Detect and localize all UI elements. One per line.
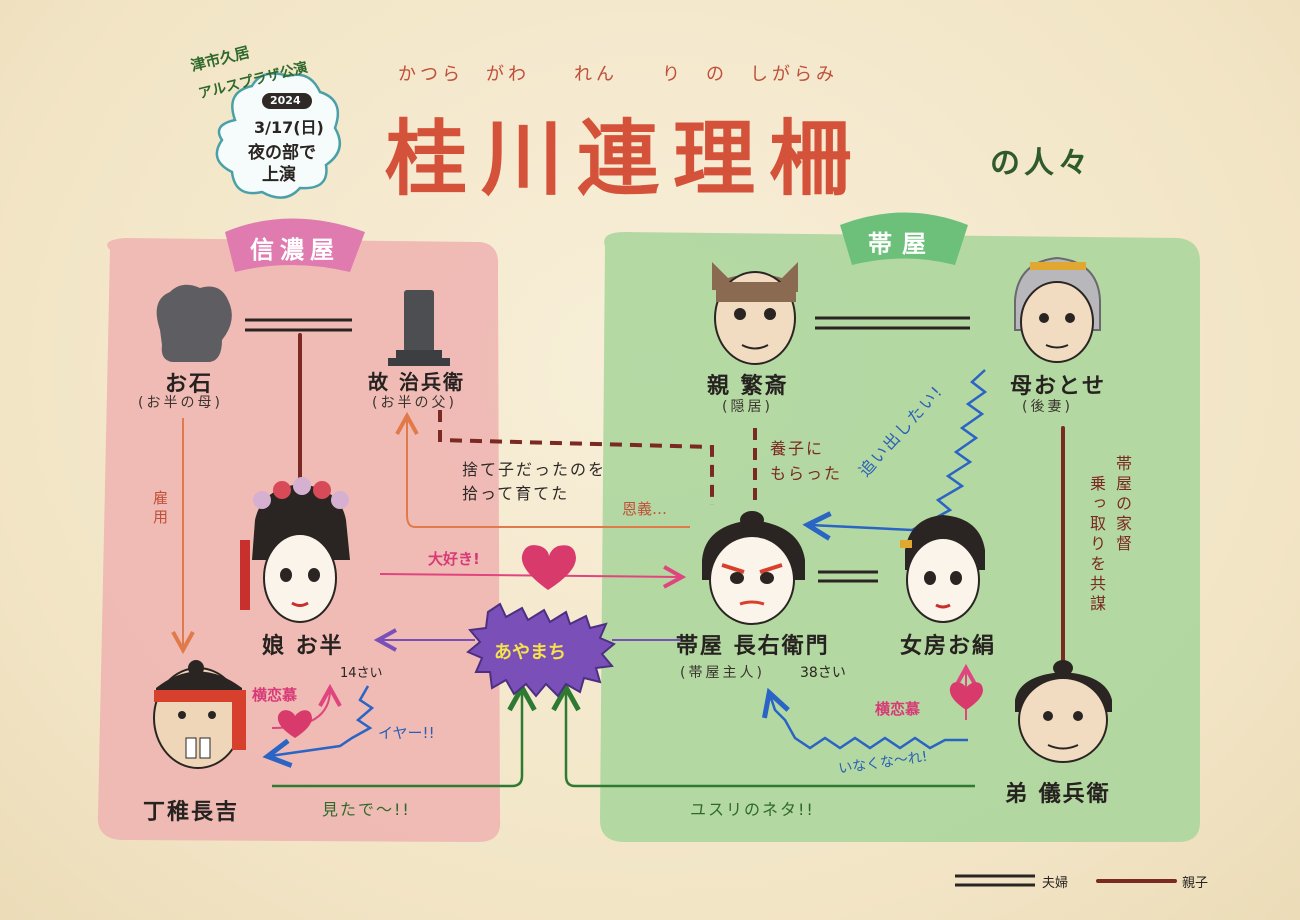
otose-note: (後妻) bbox=[1022, 399, 1073, 415]
oishi-name: お石 bbox=[165, 372, 214, 397]
ongi-arrow bbox=[407, 418, 690, 528]
group-tag-shinanoya: 信濃屋 bbox=[250, 236, 340, 264]
jibee-note: (お半の父) bbox=[372, 395, 457, 411]
label-youshi-1: 養子に bbox=[770, 439, 825, 458]
choemon-name: 帯屋 長右衛門 bbox=[676, 634, 830, 659]
mitade-arrow bbox=[272, 690, 522, 788]
couple-lines bbox=[245, 316, 1035, 887]
ohan-face bbox=[240, 477, 350, 623]
show-line2: 上演 bbox=[262, 165, 296, 185]
legend-couple-label: 夫婦 bbox=[1042, 876, 1069, 891]
label-youshi-2: もらった bbox=[770, 464, 843, 483]
heart-large bbox=[521, 545, 576, 590]
hansai-name: 親 繁斎 bbox=[707, 374, 789, 399]
okinu-name: 女房お絹 bbox=[900, 634, 997, 659]
ayamachi-core bbox=[488, 626, 592, 674]
heart-left-small bbox=[277, 710, 312, 738]
otose-face bbox=[1014, 256, 1101, 363]
oishi-note: (お半の母) bbox=[138, 395, 223, 411]
label-ongi: 恩義… bbox=[622, 500, 668, 518]
inakuna-arrow bbox=[770, 695, 968, 750]
okinu-face bbox=[900, 515, 985, 623]
show-line1: 夜の部で bbox=[248, 143, 316, 163]
group-tag-obiya: 帯屋 bbox=[868, 230, 936, 258]
title-suffix: の人々 bbox=[990, 146, 1092, 181]
label-mitade: 見たで〜!! bbox=[322, 800, 411, 819]
obiya-tag-shape bbox=[840, 212, 968, 265]
label-daisuki: 大好き! bbox=[428, 550, 480, 568]
sutego-line bbox=[438, 410, 714, 505]
label-sutego-2: 拾って育てた bbox=[462, 484, 570, 503]
title-reading: かつら がわ れん り の しがらみ bbox=[398, 64, 838, 85]
hansai-note: (隠居) bbox=[722, 399, 773, 415]
page-title: 桂川連理柵 bbox=[385, 112, 866, 207]
label-nottori: 帯屋の家督 bbox=[1113, 455, 1132, 555]
heart-right-small bbox=[949, 682, 983, 710]
chokichi-name: 丁稚長吉 bbox=[143, 800, 240, 825]
choemon-note: (帯屋主人) bbox=[680, 665, 765, 681]
choemon-face bbox=[702, 511, 805, 625]
year-badge: 2024 bbox=[270, 94, 301, 107]
show-date: 3/17(日) bbox=[254, 118, 324, 137]
jibee-grave bbox=[388, 290, 450, 366]
label-sutego-1: 捨て子だったのを bbox=[462, 460, 607, 479]
oishi-face bbox=[156, 284, 232, 362]
chokichi-face bbox=[153, 660, 246, 769]
label-nottori-2: 乗っ取りを共謀 bbox=[1087, 475, 1106, 615]
label-yokorenbo-left: 横恋慕 bbox=[252, 686, 298, 704]
iyaa-arrow bbox=[270, 685, 375, 756]
gihee-name: 弟 儀兵衛 bbox=[1005, 782, 1111, 807]
label-ayamachi: あやまち bbox=[494, 642, 566, 663]
legend-parent-label: 親子 bbox=[1182, 876, 1209, 891]
gihee-face bbox=[1015, 660, 1112, 763]
dashed-lines bbox=[438, 410, 757, 505]
yusuri-arrow bbox=[566, 690, 975, 788]
label-iyaa: イヤー!! bbox=[378, 724, 435, 742]
parent-child-lines bbox=[298, 333, 1177, 883]
hansai-face bbox=[712, 262, 798, 365]
otose-name: 母おとせ bbox=[1010, 374, 1107, 399]
year-pill bbox=[262, 93, 312, 109]
ohan-age: 14さい bbox=[340, 666, 383, 681]
shinanoya-tag-shape bbox=[225, 218, 365, 272]
label-yokorenbo-right: 横恋慕 bbox=[875, 700, 921, 718]
ohan-name: 娘 お半 bbox=[262, 634, 344, 659]
label-yusuri: ユスリのネタ!! bbox=[690, 800, 815, 819]
daisuki-arrow bbox=[379, 574, 680, 577]
jibee-name: 故 治兵衛 bbox=[368, 370, 465, 394]
label-koyou: 雇用 bbox=[151, 490, 169, 528]
choemon-age: 38さい bbox=[800, 665, 846, 681]
